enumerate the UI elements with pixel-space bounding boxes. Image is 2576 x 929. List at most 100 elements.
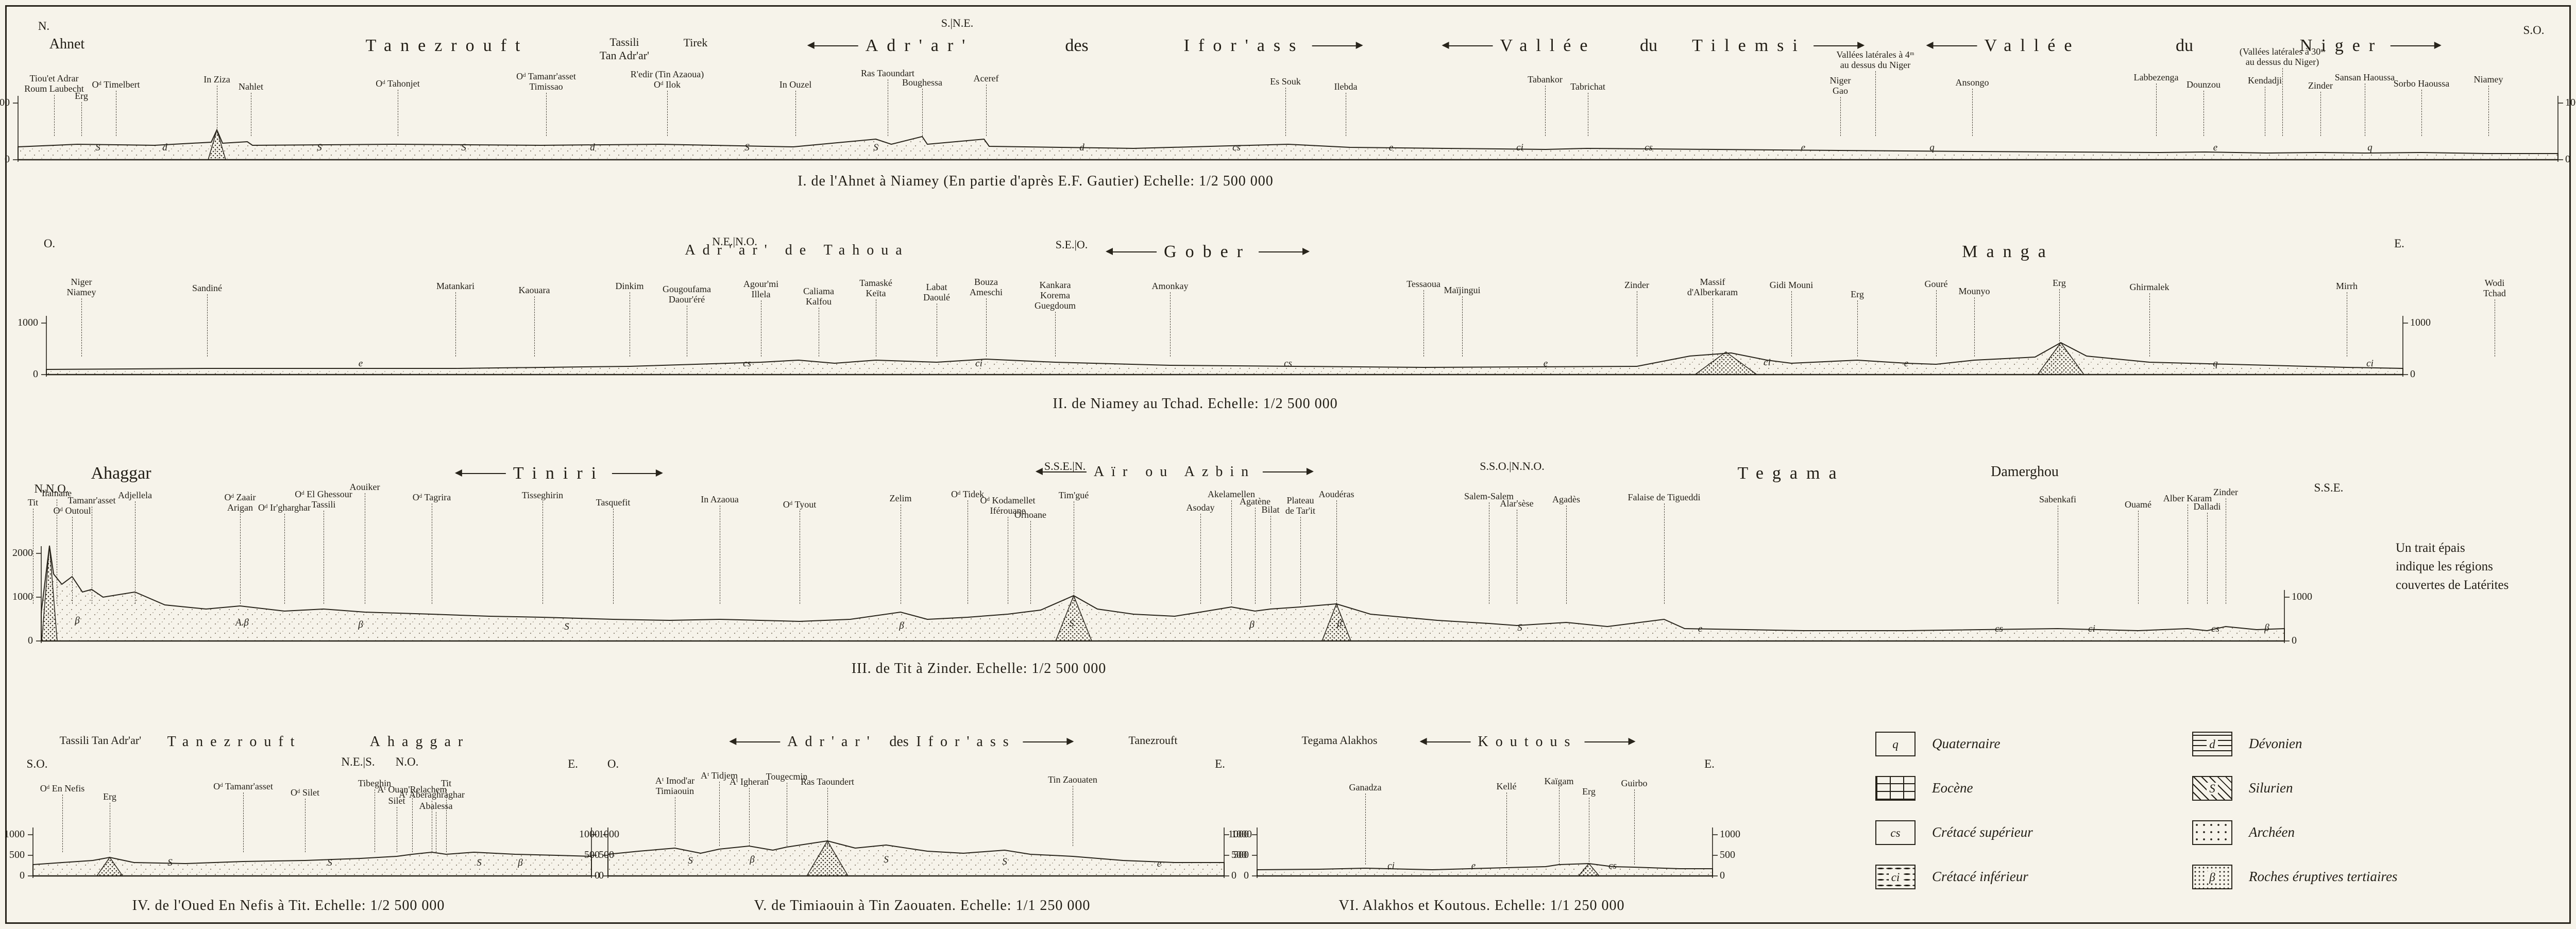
place-label: Tin Zaouaten: [995, 774, 1150, 846]
place-label-text: Erg: [103, 791, 116, 802]
leader-line: [1255, 508, 1256, 604]
region-title: Gober: [1106, 242, 1310, 262]
place-label-text: Aᵗ Imod'ar: [655, 775, 695, 786]
place-label: Salem-Salem: [1412, 491, 1566, 604]
place-label: Tabankor: [1468, 74, 1622, 136]
place-label: R'edir (Tin Azaoua)Oᵈ Ilok: [590, 69, 744, 136]
place-label: Mirrh: [2269, 281, 2424, 357]
place-label: Adjellela: [58, 490, 212, 604]
place-label-text: Ganadza: [1349, 782, 1382, 792]
place-label: Mounyo: [1897, 286, 2052, 357]
axis-value: 500: [584, 849, 600, 860]
region-title-text: Ahnet: [49, 36, 85, 52]
leader-line: [304, 799, 306, 852]
leader-line: [1857, 300, 1858, 357]
leader-line: [62, 795, 63, 852]
region-title-text: Aïr ou Azbin: [1093, 464, 1256, 480]
place-label-text: Labbezenga: [2133, 72, 2179, 82]
place-label: Ganadza: [1288, 782, 1443, 865]
axis-value: 1000: [12, 591, 33, 602]
range-arrow-right: [1263, 468, 1314, 475]
place-label: Sabenkafi: [1980, 494, 2135, 604]
place-label: In Azaoua: [642, 494, 797, 604]
place-label: Aouiker: [287, 482, 442, 604]
place-label-text: Aᵗ Ouan'Relachem: [377, 784, 447, 795]
laterite-note: indique les régions: [2396, 560, 2493, 573]
place-label-text: Tit: [440, 778, 452, 788]
place-label-text: Aᵗ Aberaghraghar: [399, 789, 465, 800]
place-label-text: Tasquefit: [596, 497, 631, 508]
strata-mark: ci: [1764, 357, 1771, 368]
leader-line: [1300, 517, 1301, 604]
leader-line: [1664, 503, 1665, 604]
panel-caption: II. de Niamey au Tchad. Echelle: 1/2 500…: [1053, 396, 1338, 412]
axis-value: 0: [1244, 870, 1249, 881]
region-title-text: Tanezrouft: [1128, 734, 1178, 747]
legend-swatch: q: [1875, 732, 1916, 756]
strata-mark: β: [1249, 619, 1255, 630]
place-label: Oᵈ Tagrira: [354, 492, 509, 604]
region-title: des: [889, 734, 908, 750]
place-label-text: Aᵗ Tidjem: [701, 770, 738, 781]
leader-line: [54, 95, 55, 136]
range-arrow-right: [612, 469, 664, 477]
leader-line: [72, 517, 73, 604]
place-label-text: (Vallées latérales à 30ᵐ: [2239, 46, 2326, 57]
place-label-text: Guirbo: [1621, 778, 1648, 788]
legend-swatch: β: [2192, 865, 2232, 889]
leader-line: [1936, 290, 1937, 357]
strata-mark: S: [317, 142, 322, 153]
place-label-text: Agour'mi: [743, 279, 779, 289]
place-label-text: In Ouzel: [779, 79, 812, 90]
region-title-text: N.E.|N.O.: [712, 235, 757, 248]
region-title: Tanezrouft: [1129, 734, 1178, 747]
strata-mark: e: [1543, 358, 1548, 369]
leader-line: [1506, 792, 1507, 865]
region-title: Ahaggar: [370, 734, 470, 750]
place-label-text: Agatène: [1240, 496, 1270, 506]
place-label-text: Mounyo: [1958, 286, 1990, 296]
strata-mark: β: [2264, 622, 2269, 633]
strata-mark: e: [1904, 358, 1909, 369]
place-label-text: Labat: [926, 282, 947, 292]
region-title: Adr'ar': [729, 734, 876, 750]
place-label-text: Adjellela: [118, 490, 152, 500]
place-label-text: Oᵈ Tahonjet: [376, 78, 420, 89]
leader-line: [1055, 312, 1056, 357]
strata-mark: S: [477, 857, 482, 868]
place-label-text: Dalladi: [2193, 501, 2221, 512]
place-label: Matankari: [378, 281, 533, 357]
place-label-text: Sorbo Haoussa: [2393, 78, 2450, 89]
range-arrow-left: [1419, 738, 1471, 745]
place-label-text: Silet: [388, 796, 405, 806]
place-label: Aᵗ Igheran: [672, 776, 826, 846]
panel-caption: IV. de l'Oued En Nefis à Tit. Echelle: 1…: [132, 898, 445, 914]
place-label: Guirbo: [1557, 778, 1711, 865]
panel-caption: III. de Tit à Zinder. Echelle: 1/2 500 0…: [851, 661, 1107, 677]
strata-mark: cs: [1608, 860, 1617, 871]
leader-line: [1030, 521, 1031, 604]
region-title-text: Niger: [2299, 36, 2384, 55]
place-label: Amonkay: [1093, 281, 1247, 357]
place-label: Abalessa: [359, 801, 513, 852]
place-label-text: Asoday: [1186, 502, 1215, 513]
region-title-text: S.|N.E.: [941, 16, 974, 29]
terrain-profile: [607, 840, 1225, 876]
range-arrow-right: [1312, 42, 1363, 49]
place-label: Ras Taoundert: [750, 776, 905, 846]
place-label: Akelamellen: [1154, 489, 1309, 604]
place-label-text: Kellé: [1496, 781, 1517, 791]
place-label-text: Oᵈ Tamanr'asset: [213, 781, 273, 791]
axis-value: 1000: [1720, 829, 1740, 840]
place-label-text: R'edir (Tin Azaoua): [630, 69, 704, 79]
range-arrow-right: [1258, 248, 1310, 255]
legend-symbol: ci: [1888, 871, 1903, 883]
leader-line: [1875, 71, 1876, 136]
place-label-text: de Tar'it: [1285, 505, 1316, 516]
place-label-text: d'Alberkaram: [1687, 287, 1738, 297]
legend-label: Crétacé inférieur: [1932, 869, 2028, 884]
direction-label: N.N.O.: [34, 482, 69, 495]
region-title-text: Tirek: [683, 36, 708, 49]
axis-value: 1000: [579, 829, 600, 840]
